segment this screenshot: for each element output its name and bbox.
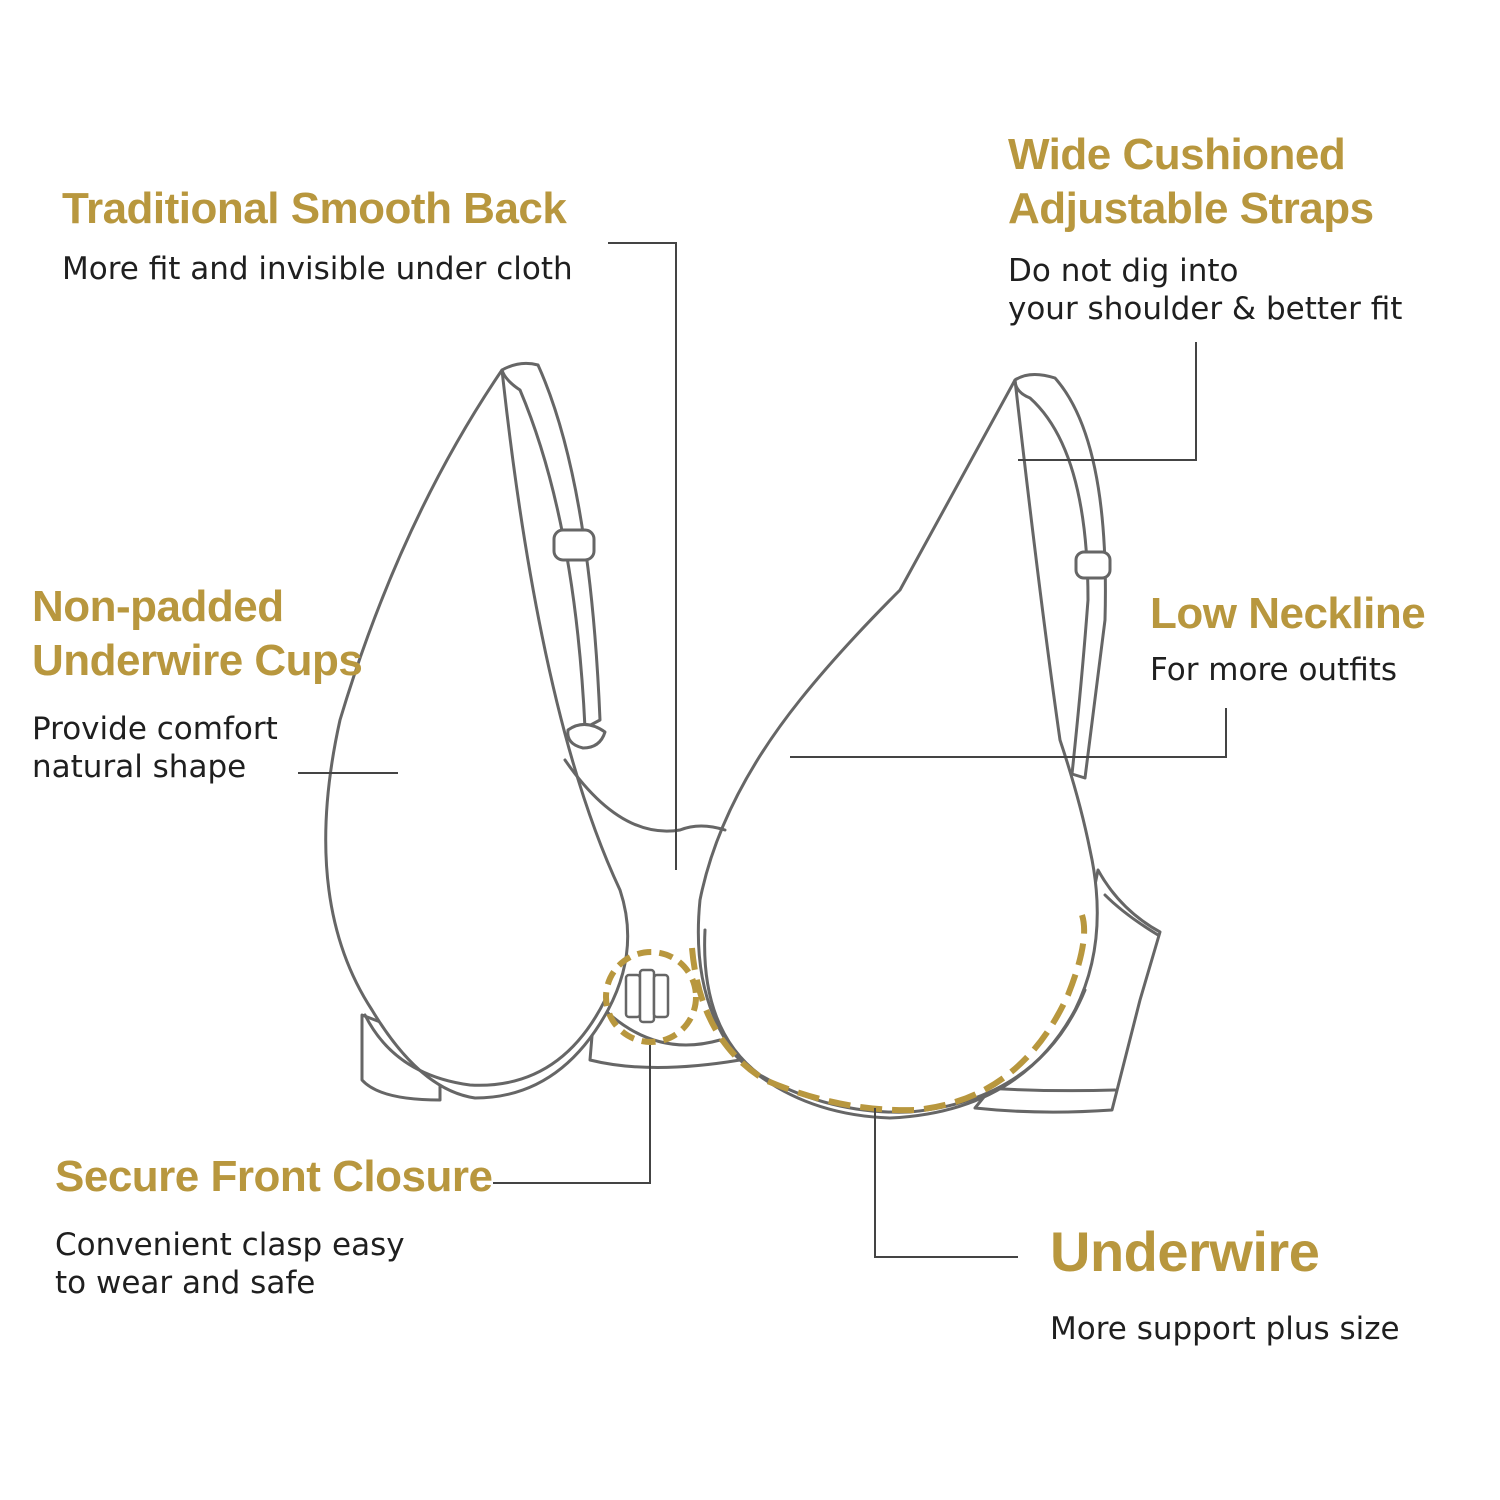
feature-straps: Wide Cushioned Adjustable Straps Do not … — [1008, 128, 1402, 328]
leader-smooth-back — [608, 242, 677, 870]
feature-cups: Non-padded Underwire Cups Provide comfor… — [32, 580, 363, 786]
feature-underwire-description: More support plus size — [1050, 1311, 1400, 1347]
left-cup-underwire-edge — [363, 998, 607, 1087]
feature-smooth-back: Traditional Smooth Back More fit and inv… — [62, 182, 573, 288]
clasp-bar-1 — [624, 973, 642, 1019]
feature-underwire: Underwire More support plus size — [1050, 1220, 1400, 1348]
feature-smooth-back-title: Traditional Smooth Back — [62, 184, 567, 233]
feature-smooth-back-description: More fit and invisible under cloth — [62, 251, 573, 287]
center-bridge — [563, 758, 727, 833]
feature-straps-description: Do not dig into your shoulder & better f… — [1008, 253, 1403, 327]
feature-neckline-description: For more outfits — [1150, 652, 1398, 688]
leader-underwire — [874, 1108, 1018, 1258]
feature-closure: Secure Front Closure Convenient clasp ea… — [55, 1150, 493, 1302]
feature-underwire-title: Underwire — [1050, 1220, 1320, 1283]
clasp-bar-2 — [638, 968, 656, 1024]
clasp-bar-3 — [652, 973, 670, 1019]
underwire-highlight-path — [689, 914, 1088, 1114]
feature-closure-description: Convenient clasp easy to wear and safe — [55, 1227, 405, 1301]
right-strap-slider — [1074, 550, 1112, 580]
back-band-right-edge — [1103, 893, 1160, 937]
leader-neckline — [790, 708, 1227, 758]
left-strap-ring — [566, 723, 607, 750]
feature-closure-title: Secure Front Closure — [55, 1152, 493, 1201]
left-strap-slider — [552, 528, 596, 562]
right-cup — [696, 378, 1099, 1120]
left-cup — [324, 368, 630, 1100]
leader-closure — [493, 1045, 651, 1184]
feature-neckline: Low Neckline For more outfits — [1150, 587, 1426, 689]
right-cup-channel — [703, 928, 1087, 1114]
right-strap — [1013, 373, 1107, 780]
feature-neckline-title: Low Neckline — [1150, 589, 1426, 638]
front-clasp — [624, 968, 670, 1024]
feature-cups-title: Non-padded Underwire Cups — [32, 582, 363, 685]
clasp-highlight-ring — [603, 949, 699, 1045]
leader-straps — [1018, 342, 1197, 461]
feature-straps-title: Wide Cushioned Adjustable Straps — [1008, 130, 1374, 233]
feature-cups-description: Provide comfort natural shape — [32, 711, 278, 785]
